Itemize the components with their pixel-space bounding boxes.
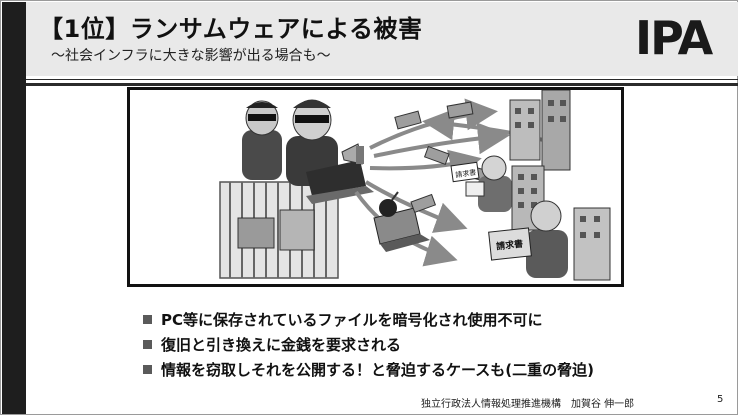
- bullet-text: 情報を窃取しそれを公開する！と脅迫するケースも(二重の脅迫): [161, 361, 594, 379]
- ransom-note-label: 請求書: [455, 167, 477, 179]
- ipa-logo: IPA: [635, 11, 713, 65]
- money-bill-icon: [410, 193, 437, 214]
- bullet-list: PC等に保存されているファイルを暗号化され使用不可に 復旧と引き換えに金銭を要求…: [143, 307, 594, 382]
- square-bullet-icon: [143, 365, 152, 374]
- office-building-icon: [573, 207, 611, 281]
- bullet-text: PC等に保存されているファイルを暗号化され使用不可に: [161, 311, 543, 329]
- header-divider-thin: [26, 79, 738, 80]
- footer-organization: 独立行政法人情報処理推進機構 加賀谷 伸一郎: [421, 399, 635, 410]
- square-bullet-icon: [143, 315, 152, 324]
- ransom-note-icon: 請求書: [450, 161, 480, 183]
- illustration-drawing: 請求書 請求書: [219, 90, 611, 281]
- megaphone-icon: [341, 143, 364, 165]
- ransomware-illustration: 請求書 請求書: [127, 87, 624, 287]
- victim-figure-icon: [465, 155, 512, 212]
- bomb-icon: [379, 191, 399, 217]
- ransom-note-label: 請求書: [496, 238, 524, 253]
- header-divider-thick: [26, 83, 738, 86]
- laptop-icon: [306, 160, 374, 204]
- header-band: [26, 2, 738, 76]
- slide-subtitle: ～社会インフラに大きな影響が出る場合も～: [51, 48, 331, 64]
- bullet-item: 復旧と引き換えに金銭を要求される: [143, 332, 594, 357]
- bullet-item: PC等に保存されているファイルを暗号化され使用不可に: [143, 307, 594, 332]
- victim-figure-icon: 請求書: [488, 200, 568, 278]
- laptop-icon: [373, 207, 430, 252]
- page-number: 5: [717, 394, 724, 405]
- office-building-icon: [509, 90, 571, 171]
- hacker-figure-icon: [242, 100, 282, 180]
- left-accent-bar: [2, 2, 26, 414]
- attack-arrows: [354, 98, 551, 267]
- bullet-text: 復旧と引き換えに金銭を要求される: [161, 336, 402, 354]
- bullet-item: 情報を窃取しそれを公開する！と脅迫するケースも(二重の脅迫): [143, 357, 594, 382]
- square-bullet-icon: [143, 340, 152, 349]
- slide-title: 【1位】ランサムウェアによる被害: [39, 15, 423, 43]
